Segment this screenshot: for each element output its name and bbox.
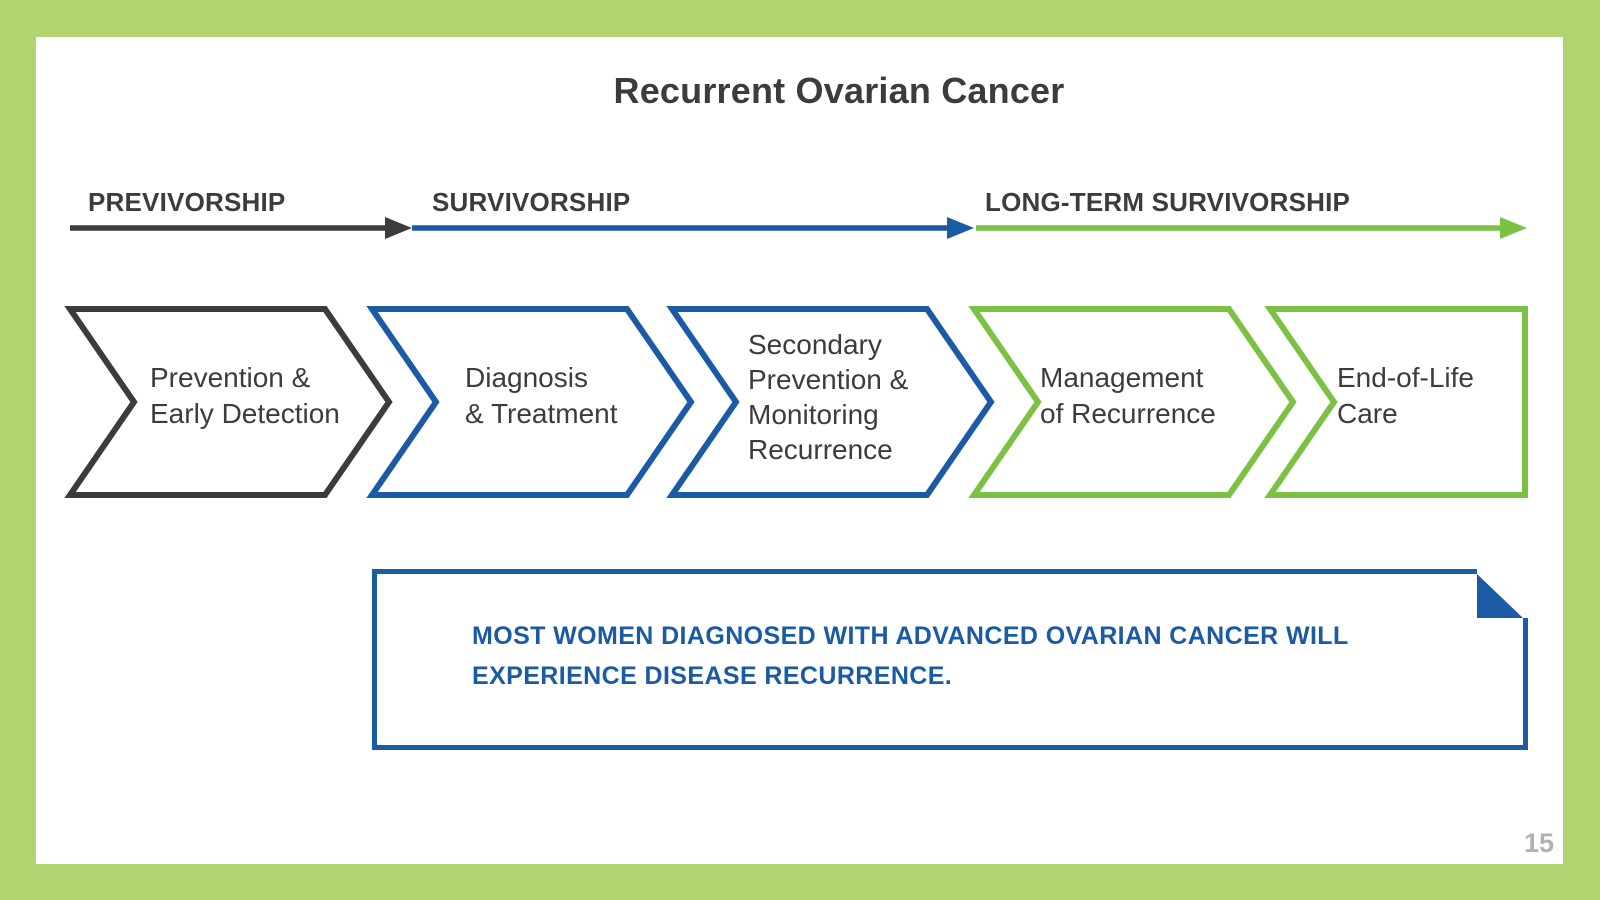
- long-term-survivorship-arrowhead-icon: [1500, 217, 1527, 239]
- stage-label-diagnosis-treatment: Diagnosis & Treatment: [465, 362, 618, 429]
- stage-label-secondary-prevention-monitoring: Secondary Prevention & Monitoring Recurr…: [748, 329, 909, 465]
- chevron-prevention-early-detection: [64, 306, 393, 498]
- fold-triangle: [1477, 574, 1523, 618]
- slide-title: Recurrent Ovarian Cancer: [613, 70, 1065, 111]
- phase-label-previvorship: PREVIVORSHIP: [88, 187, 286, 217]
- timeline-arrows: [70, 217, 1527, 239]
- folded-corner-icon: [1477, 569, 1528, 618]
- chevron-end-of-life-care: [1264, 306, 1528, 498]
- chevron-management-of-recurrence: [968, 306, 1297, 498]
- stage-chevrons: [64, 306, 1528, 498]
- phase-label-survivorship: SURVIVORSHIP: [432, 187, 631, 217]
- stage-label-end-of-life-care: End-of-Life Care: [1337, 362, 1474, 429]
- stage-label-management-of-recurrence: Management of Recurrence: [1040, 362, 1216, 429]
- callout-box: MOST WOMEN DIAGNOSED WITH ADVANCED OVARI…: [372, 569, 1528, 750]
- previvorship-arrowhead-icon: [385, 217, 412, 239]
- page-number: 15: [1523, 828, 1554, 858]
- chevron-diagnosis-treatment: [366, 306, 695, 498]
- chevron-secondary-prevention-monitoring: [666, 306, 995, 498]
- stage-label-prevention-early-detection: Prevention & Early Detection: [150, 362, 340, 429]
- phase-label-long-term-survivorship: LONG-TERM SURVIVORSHIP: [985, 187, 1351, 217]
- callout-text: MOST WOMEN DIAGNOSED WITH ADVANCED OVARI…: [472, 622, 1349, 690]
- survivorship-arrowhead-icon: [947, 217, 974, 239]
